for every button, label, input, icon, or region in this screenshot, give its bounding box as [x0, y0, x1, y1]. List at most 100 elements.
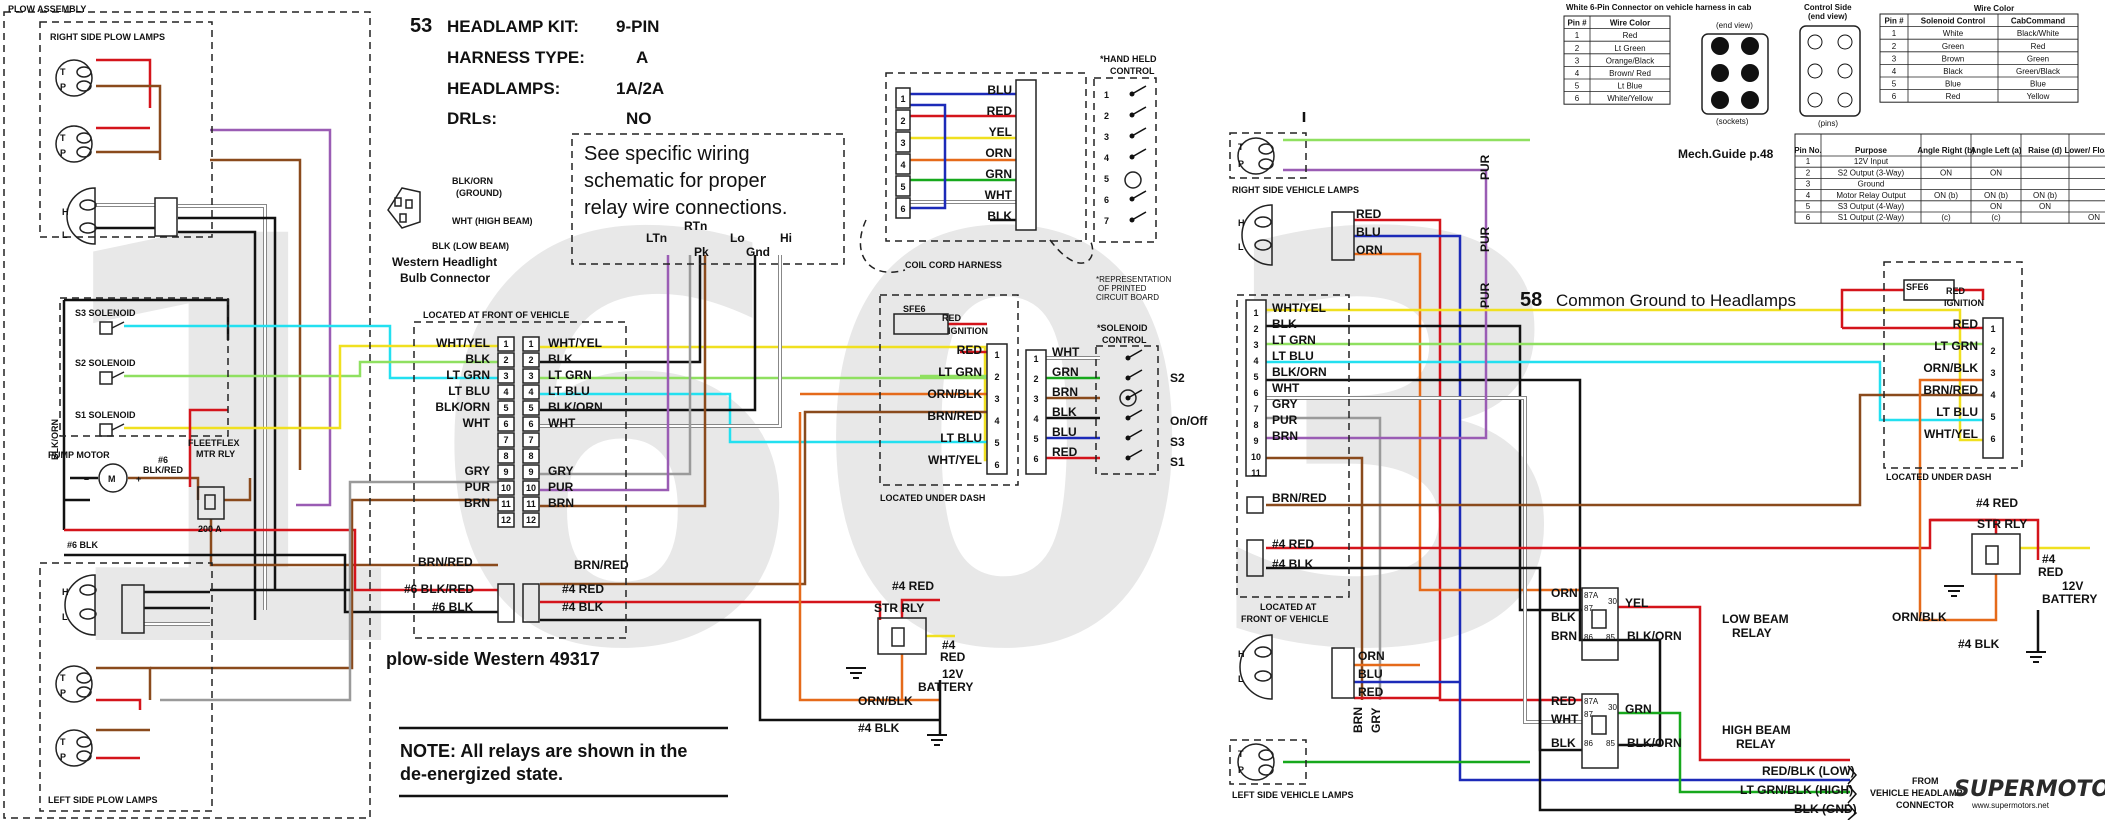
- fr-pin-5: 5: [1253, 372, 1258, 382]
- wire-fr-brn: [1266, 456, 1364, 700]
- tblw-frame: [1879, 13, 2079, 103]
- wire-brnred-fc: [209, 519, 498, 567]
- sol-wire-3: BRN: [1052, 385, 1078, 399]
- wire-fr-blkorn: [1266, 378, 1662, 747]
- fr-wire-6: WHT: [1272, 381, 1300, 395]
- wire-6blkred: [64, 528, 498, 592]
- svg-text:86: 86: [1584, 633, 1593, 642]
- lv-wire-2: BLU: [1358, 667, 1383, 681]
- fc-pin-r-8: [522, 448, 540, 464]
- cc-pin-l-5: [895, 175, 911, 197]
- fc-pin-l-11: [497, 496, 515, 512]
- udr-wire-4: BRN/RED: [1923, 383, 1978, 397]
- fr-pin-1: 1: [1253, 308, 1258, 318]
- wire-r-blu: [1354, 234, 1850, 782]
- udl-pin-3: 3: [994, 394, 999, 404]
- left-vehicle-lamps-label: LEFT SIDE VEHICLE LAMPS: [1232, 790, 1354, 800]
- hh-pin-7: 7: [1104, 216, 1109, 226]
- cc-pin-l-4: [895, 153, 911, 175]
- cc-pin-l-1: [895, 87, 911, 109]
- fr-pin-3: 3: [1253, 340, 1258, 350]
- hh-switch-7: [1131, 211, 1147, 221]
- tbl6-head-1: Wire Color: [1610, 19, 1650, 28]
- tbl6-cell-3-1: Brown/ Red: [1609, 69, 1651, 78]
- wire-fr-wht: [1266, 397, 1582, 723]
- fr-pin-7: 7: [1253, 404, 1258, 414]
- cc-wire-2: RED: [987, 104, 1013, 118]
- tblp-cell-1-0: 2: [1806, 168, 1811, 177]
- wire-fr-blk: [1266, 324, 1582, 612]
- svg-text:P: P: [60, 752, 66, 762]
- fc-wire-r-10: PUR: [548, 480, 574, 494]
- fc-bottom-3: #6 BLK: [432, 600, 474, 614]
- tblp-cell-5-2: (c): [1941, 213, 1951, 222]
- fc-pin-l-8: [497, 448, 515, 464]
- cc-wire-6: WHT: [985, 188, 1013, 202]
- ud-right-ignition: IGNITION: [1944, 298, 1984, 308]
- sol-switch-6: [1127, 449, 1143, 459]
- tbl6-cell-5-0: 6: [1575, 94, 1580, 103]
- svg-text:L: L: [62, 612, 68, 622]
- low-l-1: ORN: [1551, 586, 1578, 600]
- low-title-1: LOW BEAM: [1722, 612, 1789, 626]
- wire-fr-gry: [1266, 416, 1382, 700]
- left-plow-lamps-label: LEFT SIDE PLOW LAMPS: [48, 795, 158, 805]
- udr-wire-6: WHT/YEL: [1924, 427, 1978, 441]
- tblp-head-4: Raise (d): [2028, 146, 2062, 155]
- fc-pin-r-3: [522, 368, 540, 384]
- svg-text:T: T: [60, 133, 66, 143]
- ud-right-red: RED: [1946, 286, 1966, 296]
- hh-pin-4: 4: [1104, 153, 1109, 163]
- right-blk4: #4 BLK: [1958, 637, 2000, 651]
- tblw-head-2: CabCommand: [2011, 17, 2065, 26]
- svg-text:30: 30: [1608, 703, 1617, 712]
- sol-switch-2: [1127, 369, 1143, 379]
- fr-pin-2: 2: [1253, 324, 1258, 334]
- tbl6-cell-5-1: White/Yellow: [1607, 94, 1653, 103]
- high-title-2: RELAY: [1736, 737, 1776, 751]
- fc-bottom-2: #6 BLK/RED: [404, 582, 474, 596]
- tbl6-cell-2-0: 3: [1575, 56, 1580, 65]
- svg-text:T: T: [60, 737, 66, 747]
- wire-r-red: [1354, 218, 1582, 702]
- hh-pin-2: 2: [1104, 111, 1109, 121]
- fc-pin-r-num-9: 9: [528, 467, 533, 477]
- fr-wire-1: WHT/YEL: [1272, 301, 1326, 315]
- tblp-cell-1-1: S2 Output (3-Way): [1838, 168, 1905, 177]
- sol-pin-5: 5: [1033, 434, 1038, 444]
- wire-fc-ltblu-out: [540, 392, 987, 444]
- cc-wire-7: BLK: [987, 209, 1012, 223]
- hh-pin-1: 1: [1104, 90, 1109, 100]
- svg-text:P: P: [60, 148, 66, 158]
- fc-pin-l-2: [497, 352, 515, 368]
- number-53: 53: [410, 15, 432, 37]
- bulb-title-1: Western Headlight: [392, 255, 497, 269]
- tblp-cell-3-4: ON (b): [2033, 191, 2057, 200]
- sol-switch-3: [1127, 389, 1143, 399]
- s2-solenoid-label: S2 SOLENOID: [75, 358, 136, 368]
- fc-pin-r-10: [522, 480, 540, 496]
- pins-label: (pins): [1818, 119, 1838, 128]
- blk-orn-vertical: BLK/ORN: [50, 419, 60, 460]
- fc-wire-l-9: GRY: [464, 464, 490, 478]
- fc-pin-l-9: [497, 464, 515, 480]
- udr-pin-4: 4: [1990, 390, 1995, 400]
- udl-pin-2: 2: [994, 372, 999, 382]
- wire-fc-blk4-out: [540, 618, 940, 722]
- svg-text:L: L: [62, 230, 68, 240]
- tblw-cell-2-1: Brown: [1942, 54, 1965, 63]
- fc-pin-r-num-12: 12: [526, 515, 536, 525]
- fc-pin-l-num-4: 4: [503, 387, 508, 397]
- tblw-head-1: Solenoid Control: [1921, 17, 1985, 26]
- sol-pin-2: 2: [1033, 374, 1038, 384]
- str-relay-right: #4 RED STR RLY #4 RED 12V BATTERY ORN/BL…: [1892, 496, 2097, 663]
- harness-value: A: [636, 48, 648, 67]
- kit-label: HEADLAMP KIT:: [447, 17, 579, 36]
- cc-pin-l-3: [895, 131, 911, 153]
- wire-ornblk-long: [798, 412, 902, 702]
- s3-solenoid: [99, 321, 125, 335]
- sol-pin-3: 3: [1033, 394, 1038, 404]
